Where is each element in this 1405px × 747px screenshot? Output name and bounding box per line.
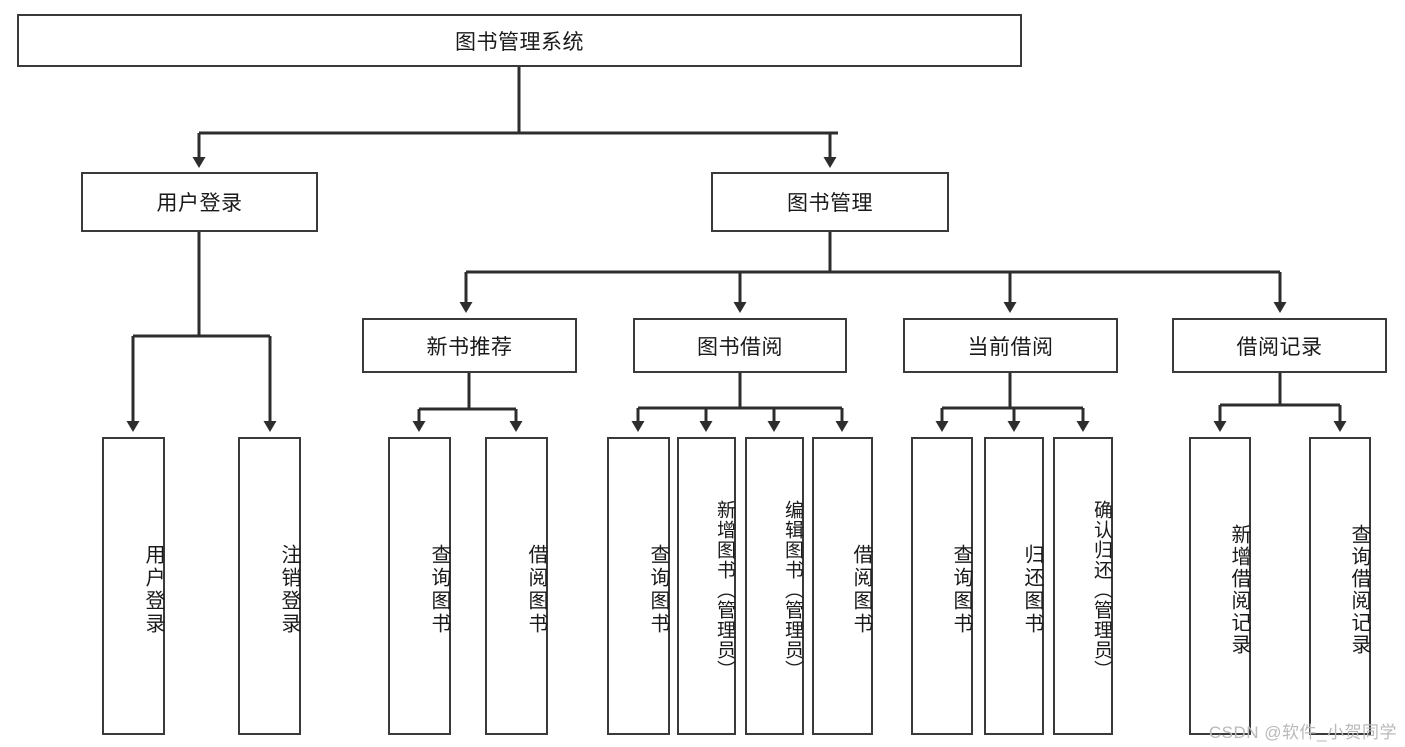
node-book-management[interactable]: 图书管理 [711, 172, 949, 232]
leaf-query-book-recommend[interactable]: 查询图书 [388, 437, 451, 735]
node-user-login[interactable]: 用户登录 [81, 172, 318, 232]
node-current-borrow[interactable]: 当前借阅 [903, 318, 1118, 373]
leaf-query-borrow-record-label: 查询借阅记录 [1348, 524, 1370, 656]
leaf-lend-book[interactable]: 借阅图书 [812, 437, 873, 735]
leaf-borrow-book-recommend[interactable]: 借阅图书 [485, 437, 548, 735]
leaf-add-borrow-record[interactable]: 新增借阅记录 [1189, 437, 1251, 735]
node-current-borrow-label: 当前借阅 [967, 335, 1054, 359]
leaf-user-login[interactable]: 用户登录 [102, 437, 165, 735]
leaf-user-login-label: 用户登录 [142, 544, 164, 636]
leaf-add-book-admin-label: 新增图书（管理员） [714, 500, 735, 680]
leaf-return-book[interactable]: 归还图书 [984, 437, 1044, 735]
leaf-add-borrow-record-label: 新增借阅记录 [1228, 524, 1250, 656]
leaf-query-book-borrow[interactable]: 查询图书 [607, 437, 670, 735]
leaf-add-book-admin[interactable]: 新增图书（管理员） [677, 437, 736, 735]
leaf-query-book-borrow-label: 查询图书 [647, 544, 669, 636]
node-book-management-label: 图书管理 [787, 192, 873, 215]
leaf-return-book-label: 归还图书 [1021, 544, 1043, 636]
leaf-confirm-return-admin[interactable]: 确认归还（管理员） [1053, 437, 1113, 735]
leaf-borrow-book-recommend-label: 借阅图书 [525, 544, 547, 636]
node-root[interactable]: 图书管理系统 [17, 14, 1022, 67]
leaf-query-book-current-label: 查询图书 [950, 544, 972, 636]
node-book-borrow[interactable]: 图书借阅 [633, 318, 847, 373]
csdn-watermark: CSDN @软件_小贺同学 [1208, 723, 1397, 742]
leaf-lend-book-label: 借阅图书 [850, 544, 872, 636]
leaf-query-borrow-record[interactable]: 查询借阅记录 [1309, 437, 1371, 735]
node-new-book-recommend-label: 新书推荐 [426, 335, 513, 359]
node-user-login-label: 用户登录 [156, 192, 243, 215]
leaf-logout[interactable]: 注销登录 [238, 437, 301, 735]
leaf-edit-book-admin-label: 编辑图书（管理员） [782, 500, 803, 680]
leaf-confirm-return-admin-label: 确认归还（管理员） [1091, 500, 1112, 680]
leaf-query-book-current[interactable]: 查询图书 [911, 437, 973, 735]
leaf-edit-book-admin[interactable]: 编辑图书（管理员） [745, 437, 804, 735]
node-book-borrow-label: 图书借阅 [697, 335, 783, 359]
leaf-query-book-recommend-label: 查询图书 [428, 544, 450, 636]
node-new-book-recommend[interactable]: 新书推荐 [362, 318, 577, 373]
leaf-logout-label: 注销登录 [278, 544, 300, 636]
node-borrow-record[interactable]: 借阅记录 [1172, 318, 1387, 373]
node-root-label: 图书管理系统 [455, 30, 584, 54]
node-borrow-record-label: 借阅记录 [1236, 335, 1323, 359]
